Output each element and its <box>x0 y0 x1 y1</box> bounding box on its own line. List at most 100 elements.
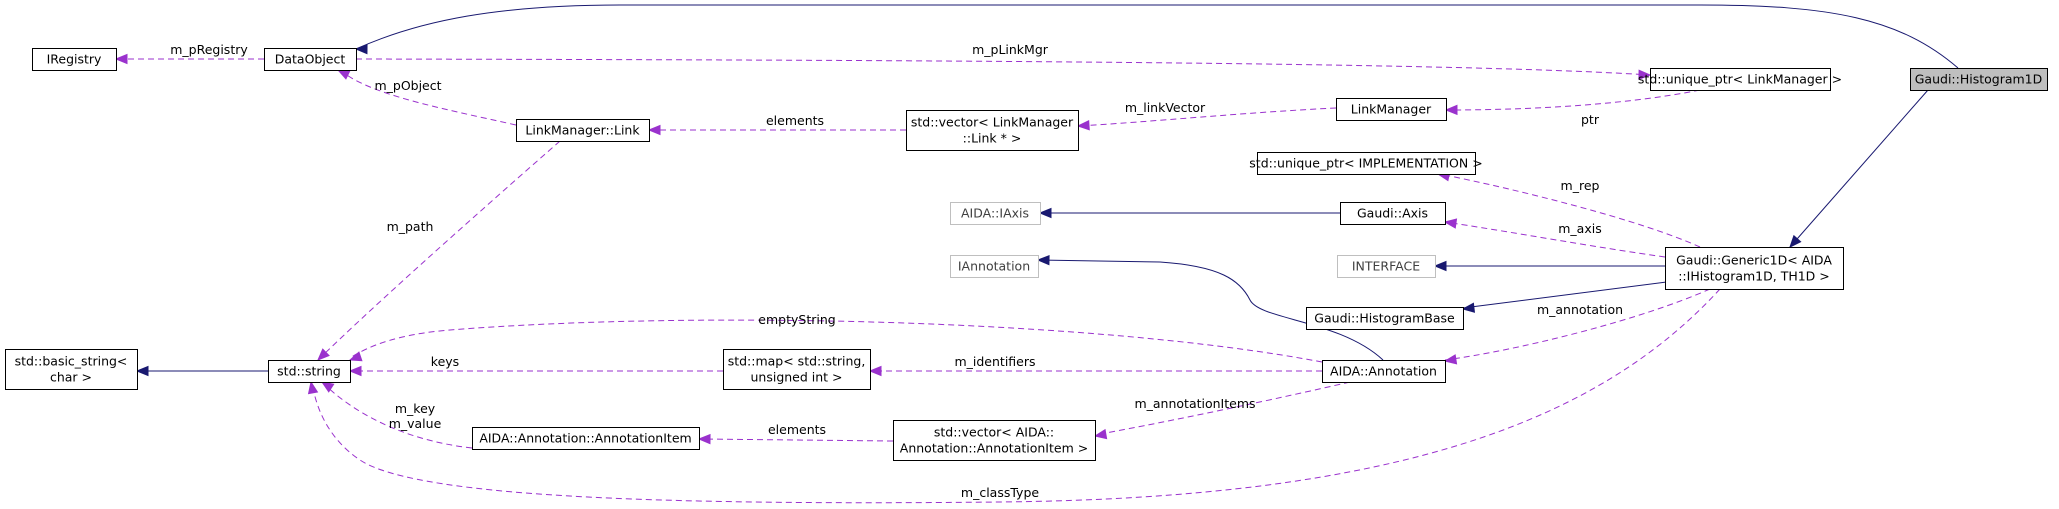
edge-arrowhead <box>348 365 362 377</box>
edge-arrowhead <box>307 380 319 395</box>
node-label: std::basic_string< <box>15 354 128 369</box>
node-interface[interactable]: INTERFACE <box>1337 255 1436 278</box>
node-box <box>1665 247 1844 290</box>
node-label: LinkManager <box>1351 102 1432 117</box>
edge-arrowhead <box>336 69 351 80</box>
node-label: Gaudi::Generic1D< AIDA <box>1676 253 1832 268</box>
edge-elements-item <box>697 433 894 445</box>
edge-arrowhead <box>1076 120 1090 131</box>
edge-path <box>317 140 561 361</box>
edge-label: emptyString <box>758 312 835 327</box>
node-aida-iaxis[interactable]: AIDA::IAxis <box>950 202 1041 225</box>
node-label: std::string <box>277 364 341 379</box>
edge-inh-iaxis <box>1038 207 1340 219</box>
node-iannotation[interactable]: IAnnotation <box>950 255 1039 278</box>
edge-arrowhead <box>1461 302 1476 313</box>
edge-label: m_pRegistry <box>170 42 248 57</box>
edge-plinkmgr <box>355 58 1652 81</box>
node-label: Gaudi::Histogram1D <box>1915 72 2043 87</box>
node-box <box>1340 202 1446 225</box>
node-label: AIDA::IAxis <box>961 206 1029 221</box>
edge-classtype <box>307 288 1721 504</box>
edge-line <box>698 438 894 442</box>
edge-label: keys <box>431 354 459 369</box>
node-box <box>1306 307 1464 330</box>
edge-identifiers <box>868 365 1322 377</box>
node-linkmanager[interactable]: LinkManager <box>1336 98 1447 121</box>
node-box <box>893 420 1096 461</box>
node-label: std::map< std::string, <box>728 354 866 369</box>
node-label: char > <box>50 370 92 385</box>
edge-inh-interface <box>1433 260 1665 272</box>
node-histogram1d[interactable]: Gaudi::Histogram1D <box>1910 68 2048 91</box>
node-box <box>472 427 700 450</box>
edge-label: m_pLinkMgr <box>972 42 1049 57</box>
node-label: std::vector< AIDA:: <box>934 425 1054 440</box>
node-uniqueptr-linkmanager[interactable]: std::unique_ptr< LinkManager > <box>1638 68 1842 91</box>
edge-line <box>321 381 473 449</box>
node-label: ::Link * > <box>963 131 1022 146</box>
edge-arrowhead <box>135 365 149 377</box>
edge-arrowhead <box>1444 104 1458 116</box>
edge-ptr <box>1444 89 1701 116</box>
node-gaudi-axis[interactable]: Gaudi::Axis <box>1340 202 1446 225</box>
node-label: Gaudi::Axis <box>1357 206 1428 221</box>
node-label: Annotation::AnnotationItem > <box>900 441 1088 456</box>
edge-registry <box>114 53 264 65</box>
edge-arrowhead <box>1443 218 1458 229</box>
edge-line <box>1462 278 1691 309</box>
edge-inh-histbase <box>1461 278 1691 313</box>
edge-arrowhead <box>317 348 330 361</box>
node-box <box>1257 152 1476 175</box>
edge-label: m_axis <box>1558 221 1601 236</box>
node-label: INTERFACE <box>1352 259 1420 274</box>
node-box <box>950 255 1039 278</box>
node-linkmanager-link[interactable]: LinkManager::Link <box>516 119 650 142</box>
edge-line <box>1037 259 1384 361</box>
edge-arrowhead <box>320 381 335 393</box>
node-uniqueptr-impl[interactable]: std::unique_ptr< IMPLEMENTATION > <box>1249 152 1483 175</box>
node-label: std::vector< LinkManager <box>911 115 1074 130</box>
edge-label: m_value <box>389 416 442 431</box>
edge-arrowhead <box>1638 69 1652 81</box>
node-map[interactable]: std::map< std::string,unsigned int > <box>723 349 871 390</box>
edge-arrowhead <box>354 43 368 55</box>
node-box <box>268 360 351 383</box>
edge-label: m_key <box>395 401 436 416</box>
node-label: AIDA::Annotation <box>1330 364 1437 379</box>
node-iregistry[interactable]: IRegistry <box>32 48 117 71</box>
edge-label: m_identifiers <box>954 354 1035 369</box>
edge-elements-link <box>647 124 906 136</box>
edge-linkvector <box>1076 107 1337 131</box>
edge-inh-iannotation <box>1036 254 1384 361</box>
node-box <box>950 202 1041 225</box>
node-box <box>723 349 871 390</box>
node-aida-annotation[interactable]: AIDA::Annotation <box>1322 360 1446 383</box>
node-annotation-item[interactable]: AIDA::Annotation::AnnotationItem <box>472 427 700 450</box>
edge-label: m_linkVector <box>1125 100 1206 115</box>
edge-arrowhead <box>1789 234 1802 248</box>
node-label: IAnnotation <box>958 259 1030 274</box>
node-vector-link[interactable]: std::vector< LinkManager::Link * > <box>906 110 1079 151</box>
node-box <box>264 48 357 71</box>
edges-layer <box>114 4 1959 504</box>
edge-label: m_annotation <box>1537 302 1623 317</box>
node-label: IRegistry <box>47 52 102 67</box>
edge-line <box>355 4 1959 69</box>
node-box <box>1337 255 1436 278</box>
node-dataobject[interactable]: DataObject <box>264 48 357 71</box>
edge-arrowhead <box>1433 260 1447 272</box>
node-generic1d[interactable]: Gaudi::Generic1D< AIDA::IHistogram1D, TH… <box>1665 247 1844 290</box>
edge-arrowhead <box>1038 207 1052 219</box>
edge-label: elements <box>766 113 824 128</box>
node-histogrambase[interactable]: Gaudi::HistogramBase <box>1306 307 1464 330</box>
node-std-string[interactable]: std::string <box>268 360 351 383</box>
node-box <box>32 48 117 71</box>
node-basic-string[interactable]: std::basic_string<char > <box>5 349 138 390</box>
node-box <box>1910 68 2048 91</box>
node-vector-annotation-item[interactable]: std::vector< AIDA::Annotation::Annotatio… <box>893 420 1096 461</box>
node-box <box>1336 98 1447 121</box>
edge-arrowhead <box>1093 428 1108 440</box>
